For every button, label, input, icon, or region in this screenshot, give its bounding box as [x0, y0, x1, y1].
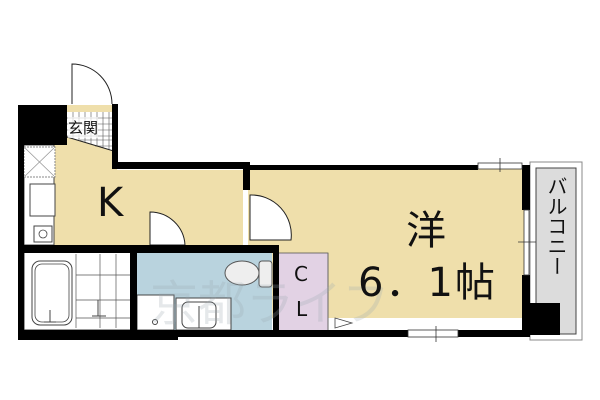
western-room-size: 6．1帖 [358, 260, 497, 306]
western-room-label: 洋 [406, 208, 446, 254]
closet-area [277, 252, 329, 334]
entrance-label: 玄関 [68, 117, 99, 138]
room-door [249, 194, 292, 241]
closet-label-c: C [294, 262, 308, 286]
walls [18, 104, 560, 340]
washroom [136, 253, 273, 331]
windows [407, 158, 536, 342]
kitchen-counter [23, 144, 56, 246]
kitchen-label: K [97, 180, 124, 226]
closet-label-l: L [296, 297, 308, 321]
entrance-door [71, 63, 113, 105]
bathroom [23, 251, 133, 331]
balcony-label: バルコニー [544, 176, 568, 276]
watermark: 京都ライフ [150, 276, 390, 332]
kitchen-door [149, 211, 186, 246]
